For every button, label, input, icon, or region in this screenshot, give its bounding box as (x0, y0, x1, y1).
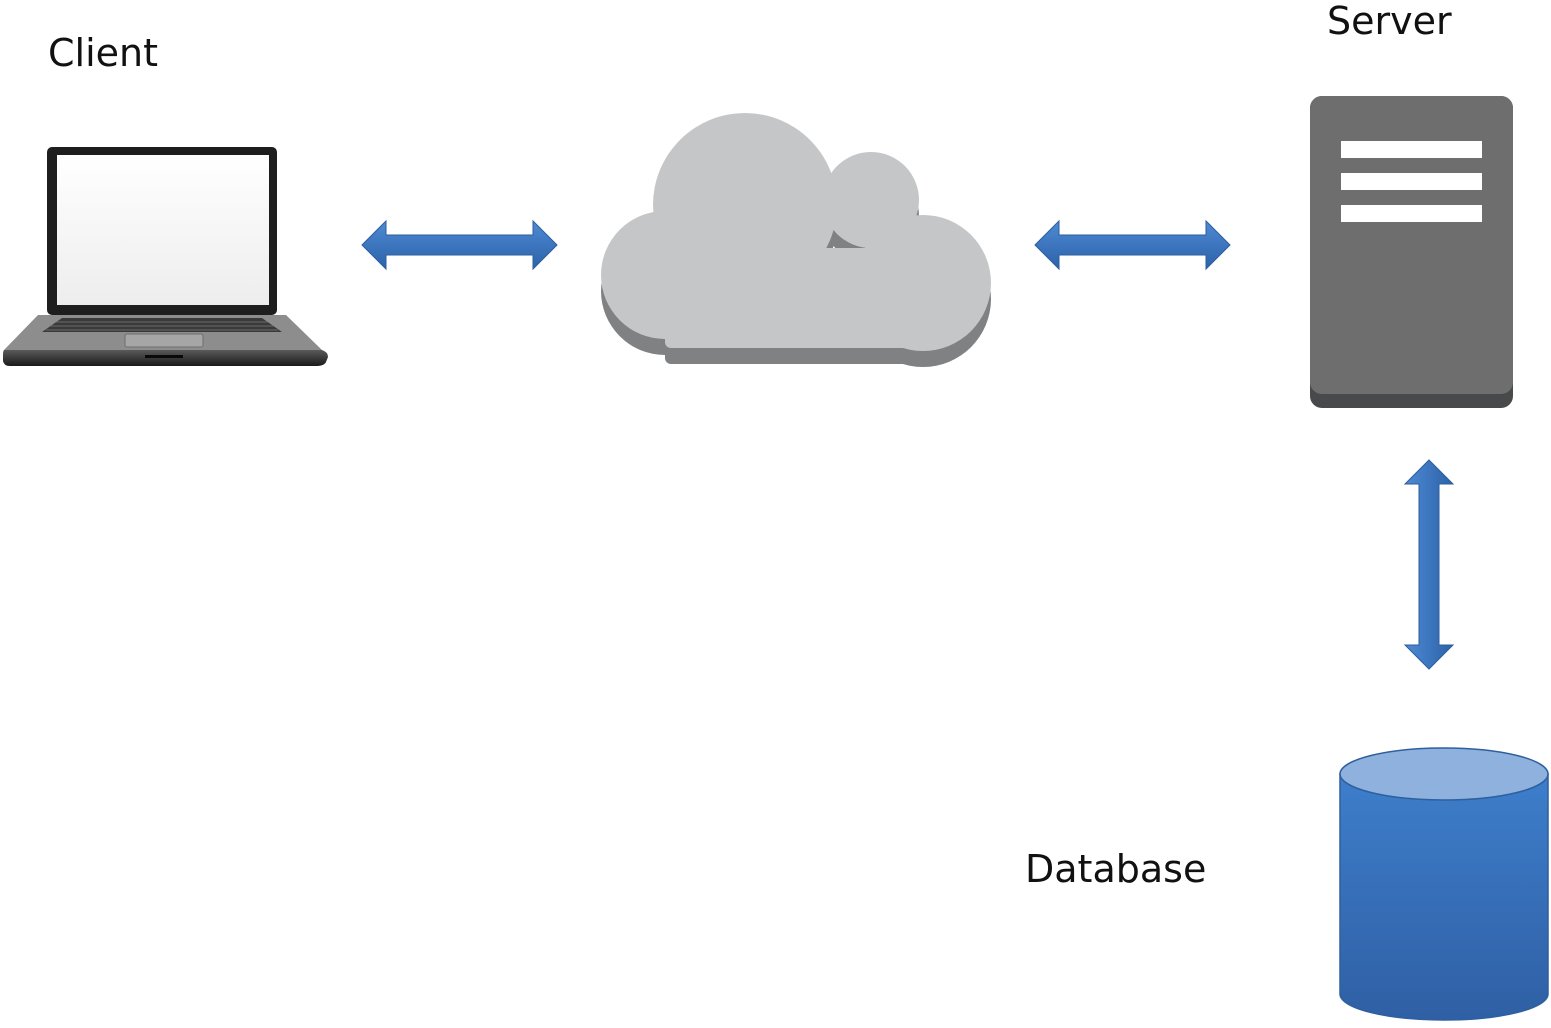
client-label: Client (48, 31, 159, 75)
database-label: Database (1025, 847, 1207, 891)
server-label: Server (1327, 0, 1452, 43)
server-icon (1310, 96, 1513, 408)
bidirectional-arrow-client-network (361, 219, 558, 271)
laptop-icon (3, 147, 328, 366)
cloud-icon (601, 113, 991, 367)
bidirectional-arrow-network-server (1034, 219, 1231, 271)
database-cylinder-icon (1339, 747, 1549, 1021)
bidirectional-arrow-server-database (1403, 459, 1455, 670)
